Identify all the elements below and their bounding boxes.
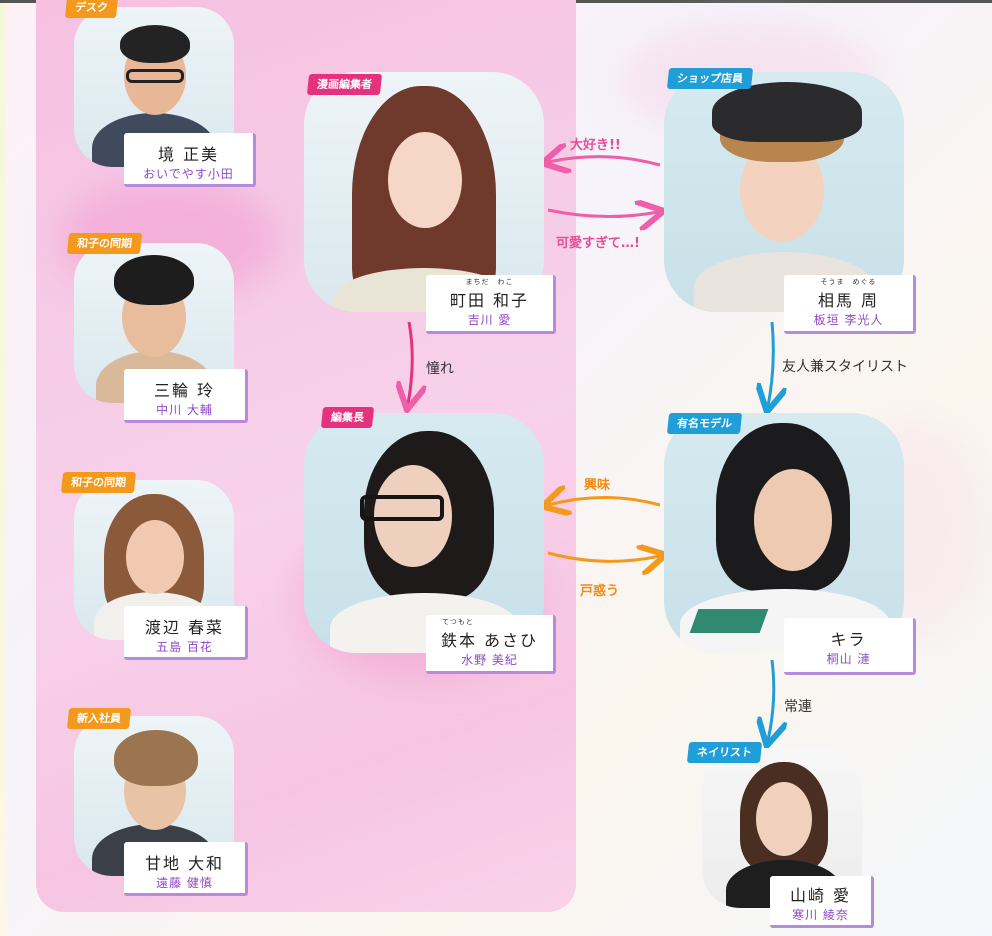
portrait-face	[126, 520, 184, 594]
jacket-pattern	[689, 609, 769, 633]
ruby-machida: まちだ わこ	[465, 278, 514, 286]
actor-name-watanabe: 五島 百花	[156, 640, 213, 654]
namebox-miwa: 三輪 玲 中川 大輔	[124, 369, 248, 423]
role-label-tetsumoto: 編集長	[320, 407, 375, 428]
character-card-kira[interactable]: 有名モデル キラ 桐山 漣	[664, 413, 920, 675]
actor-name-kira: 桐山 漣	[826, 652, 871, 666]
character-name-machida: 町田 和子	[449, 291, 530, 310]
ruby-tetsumoto: てつもと	[442, 618, 474, 626]
character-card-miwa[interactable]: 和子の同期 三輪 玲 中川 大輔	[66, 233, 260, 426]
role-label-watanabe: 和子の同期	[60, 472, 137, 493]
actor-name-sakai: おいでやす小田	[143, 167, 234, 181]
relation-label-kyoumi: 興味	[584, 478, 611, 493]
arrow-tetsumoto-to-kira	[547, 553, 660, 561]
character-card-soma[interactable]: ショップ店員 そうま めぐる 相馬 周 板垣 李光人	[664, 68, 920, 334]
role-label-soma: ショップ店員	[666, 68, 754, 89]
character-name-kira: キラ	[830, 630, 867, 649]
arrow-soma-to-kira	[768, 321, 773, 406]
character-name-soma: 相馬 周	[817, 291, 880, 310]
namebox-yamazaki: 山崎 愛 寒川 綾奈	[770, 876, 874, 928]
photo-watanabe	[74, 480, 234, 640]
character-card-tetsumoto[interactable]: 編集長 てつもと 鉄本 あさひ 水野 美紀	[304, 407, 560, 675]
actor-name-tetsumoto: 水野 美紀	[461, 653, 518, 667]
role-label-kira: 有名モデル	[666, 413, 743, 434]
namebox-soma: そうま めぐる 相馬 周 板垣 李光人	[784, 275, 916, 334]
portrait-face	[756, 782, 812, 856]
beret-icon	[712, 82, 862, 142]
role-label-miwa: 和子の同期	[66, 233, 143, 254]
arrow-machida-to-tetsumoto	[408, 321, 412, 404]
character-card-amachi[interactable]: 新入社員 甘地 大和 遠藤 健慎	[66, 708, 260, 899]
actor-name-soma: 板垣 李光人	[813, 313, 884, 327]
character-card-watanabe[interactable]: 和子の同期 渡辺 春菜 五島 百花	[60, 472, 260, 663]
arrow-kira-to-tetsumoto	[548, 498, 661, 506]
relation-label-tomadou: 戸惑う	[580, 584, 620, 599]
role-label-sakai: デスク	[64, 0, 119, 18]
relation-label-joren: 常連	[784, 699, 812, 715]
portrait-face	[388, 132, 462, 228]
relation-label-daisuki: 大好き!!	[570, 138, 621, 153]
photo-kira	[664, 413, 904, 653]
left-strip	[0, 3, 6, 936]
character-name-sakai: 境 正美	[157, 145, 220, 164]
portrait-hair	[114, 730, 198, 786]
portrait-hair	[114, 255, 194, 305]
character-name-yamazaki: 山崎 愛	[789, 886, 852, 905]
portrait-face	[754, 469, 832, 571]
namebox-watanabe: 渡辺 春菜 五島 百花	[124, 606, 248, 660]
character-name-miwa: 三輪 玲	[153, 381, 216, 400]
namebox-sakai: 境 正美 おいでやす小田	[124, 133, 256, 187]
role-label-machida: 漫画編集者	[306, 74, 383, 95]
arrow-kira-to-yamazaki	[768, 659, 774, 740]
arrow-machida-to-soma	[547, 210, 658, 217]
namebox-kira: キラ 桐山 漣	[784, 618, 916, 675]
namebox-tetsumoto: てつもと 鉄本 あさひ 水野 美紀	[426, 615, 556, 674]
arrow-soma-to-machida	[548, 157, 661, 165]
character-card-sakai[interactable]: デスク 境 正美 おいでやす小田	[64, 0, 260, 190]
relation-label-kawaisugite: 可愛すぎて…!	[556, 236, 640, 251]
actor-name-amachi: 遠藤 健慎	[156, 876, 213, 890]
role-label-amachi: 新入社員	[66, 708, 132, 729]
actor-name-machida: 吉川 愛	[467, 313, 512, 327]
actor-name-miwa: 中川 大輔	[156, 403, 213, 417]
character-name-tetsumoto: 鉄本 あさひ	[440, 631, 539, 650]
glasses-icon	[360, 495, 444, 521]
character-name-watanabe: 渡辺 春菜	[144, 618, 225, 637]
role-label-yamazaki: ネイリスト	[686, 742, 763, 763]
namebox-amachi: 甘地 大和 遠藤 健慎	[124, 842, 248, 896]
character-card-machida[interactable]: 漫画編集者 まちだ わこ 町田 和子 吉川 愛	[304, 72, 560, 334]
character-name-amachi: 甘地 大和	[144, 854, 225, 873]
relation-label-akogare: 憧れ	[426, 361, 454, 377]
portrait-hair	[120, 25, 190, 63]
photo-tetsumoto	[304, 413, 544, 653]
namebox-machida: まちだ わこ 町田 和子 吉川 愛	[426, 275, 556, 334]
glasses-icon	[126, 69, 184, 83]
ruby-soma: そうま めぐる	[820, 278, 877, 286]
character-card-yamazaki[interactable]: ネイリスト 山崎 愛 寒川 綾奈	[686, 742, 878, 931]
relation-label-stylist: 友人兼スタイリスト	[782, 359, 908, 375]
actor-name-yamazaki: 寒川 綾奈	[792, 908, 849, 922]
